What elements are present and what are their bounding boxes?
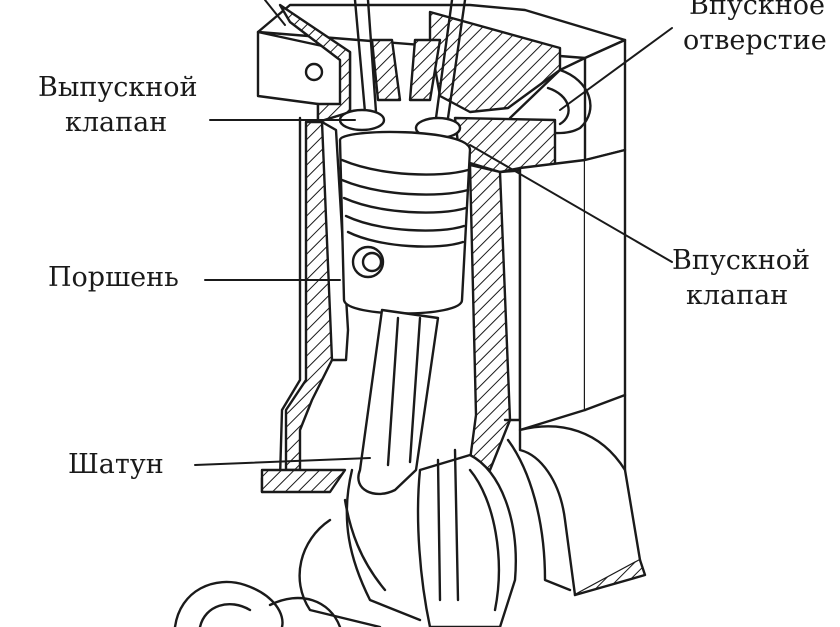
piston [338, 130, 472, 315]
label-piston: Поршень [48, 260, 179, 295]
leader-lines [194, 0, 673, 466]
leader-line-intake-port [559, 27, 673, 111]
label-connecting-rod: Шатун [68, 447, 164, 482]
leader-line-top [264, 0, 286, 26]
crankshaft [173, 448, 517, 627]
connecting-rod [345, 308, 440, 622]
label-exhaust-valve-line1: Выпускной [38, 72, 198, 103]
cylinder-block [260, 116, 647, 597]
label-intake-port-line1: Впускное [689, 0, 825, 21]
label-exhaust-valve-line2: клапан [65, 107, 168, 138]
piston-pin-icon [351, 245, 385, 279]
label-intake-valve-line1: Впускной [672, 245, 810, 276]
label-intake-port-line2: отверстие [683, 25, 827, 56]
label-connecting-rod-text: Шатун [68, 449, 164, 480]
valve-stems [353, 0, 467, 120]
label-intake-valve: Впускной клапан [672, 243, 810, 313]
label-intake-port: Впускное отверстие [683, 0, 827, 58]
leader-line-intake-valve [469, 144, 673, 263]
label-intake-valve-line2: клапан [686, 280, 789, 311]
leader-line-connecting-rod [194, 457, 371, 466]
label-piston-text: Поршень [48, 262, 179, 293]
bolt-hole-icon [304, 62, 324, 82]
label-exhaust-valve: Выпускной клапан [38, 70, 197, 140]
